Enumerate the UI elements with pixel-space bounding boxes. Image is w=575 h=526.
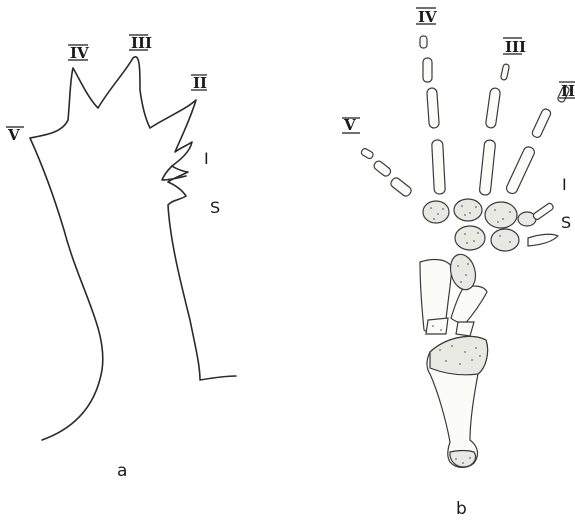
label-a-iv: IV — [70, 44, 89, 62]
mid-bone-right — [456, 322, 474, 336]
carpal-5 — [491, 229, 519, 251]
proximal-bone-head — [430, 336, 488, 374]
label-a-i: I — [204, 149, 209, 168]
digit-ii-bones — [505, 85, 570, 195]
carpal-4 — [455, 226, 485, 250]
panel-a-caption: a — [117, 461, 127, 481]
label-a-ii: II — [193, 74, 207, 92]
digit-iv-bones — [420, 36, 445, 194]
carpal-3 — [485, 202, 517, 228]
long-bone-right — [451, 286, 487, 325]
label-a-s: S — [210, 198, 220, 217]
digit-v-bones — [360, 148, 412, 198]
prepollex-bone — [528, 234, 558, 246]
carpal-1 — [423, 201, 449, 223]
label-b-ii: II — [561, 82, 575, 100]
label-b-iii: III — [505, 38, 526, 56]
label-a-v: V — [7, 126, 20, 144]
hand-outline — [30, 57, 236, 440]
panel-b-caption: b — [456, 499, 467, 519]
label-b-iv: IV — [418, 8, 437, 26]
carpal-2 — [454, 199, 482, 221]
panel-a: IV III II V I S a — [6, 34, 236, 481]
panel-b: IV III II V I S b — [342, 8, 575, 519]
digit-iii-bones — [479, 64, 509, 196]
mid-bone-left — [426, 318, 448, 334]
label-a-iii: III — [131, 34, 152, 52]
label-b-s: S — [561, 213, 571, 232]
label-b-v: V — [343, 116, 356, 134]
label-b-i: I — [562, 175, 567, 194]
digit-i-bones — [532, 202, 554, 220]
